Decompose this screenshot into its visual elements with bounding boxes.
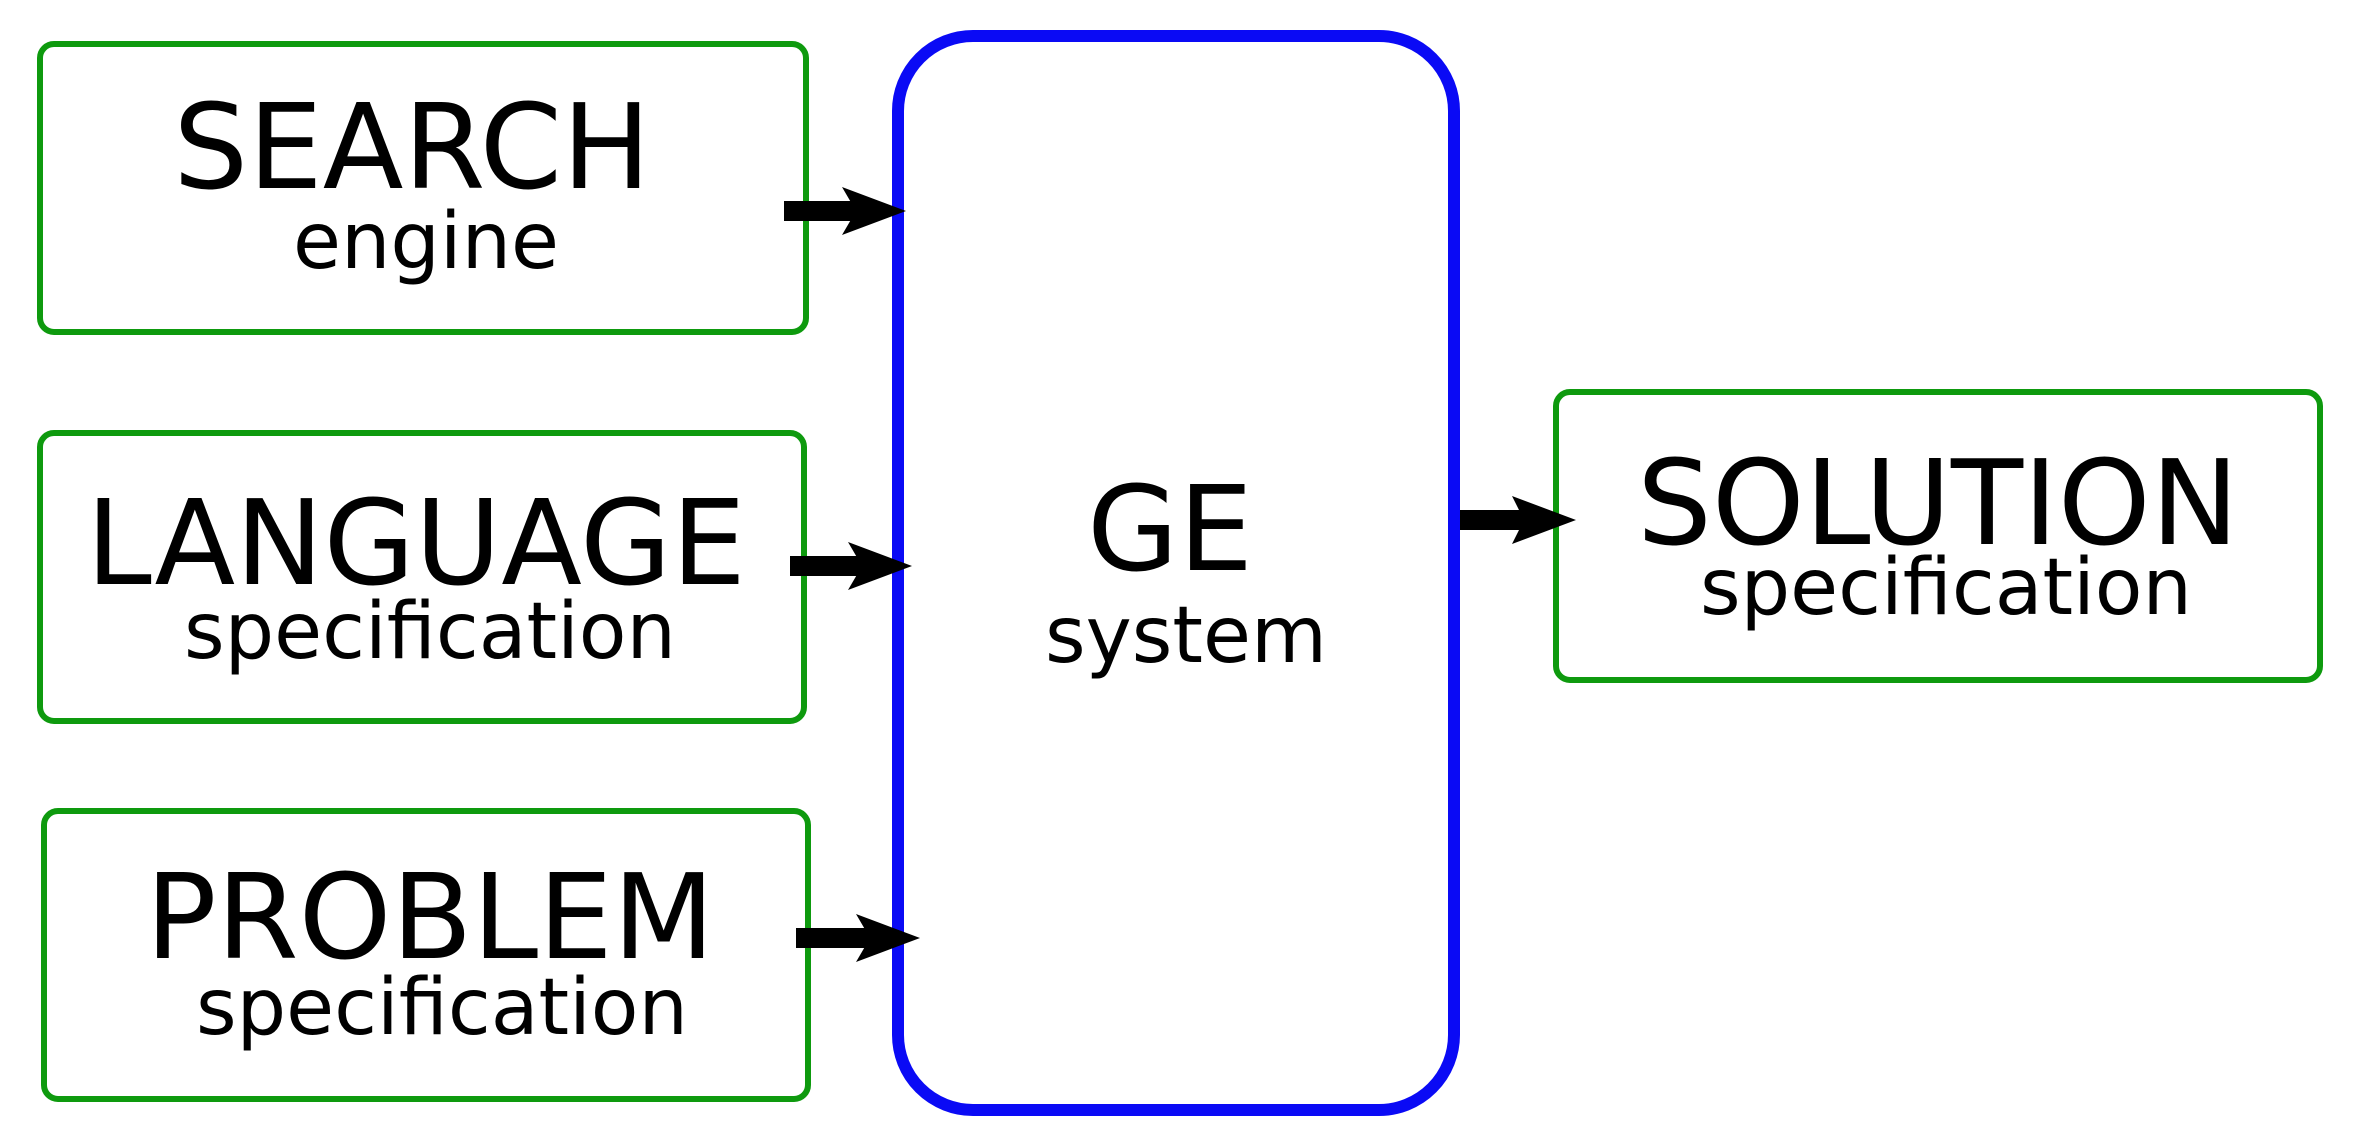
language-specification-box (37, 430, 807, 724)
problem-specification-node: PROBLEM specification (41, 808, 811, 1102)
search-engine-node: SEARCH engine (37, 41, 809, 335)
problem-specification-subtitle: specification (196, 963, 688, 1053)
language-specification-title: LANGUAGE (86, 474, 746, 612)
solution-specification-subtitle: specification (1700, 543, 2192, 633)
ge-system-box (892, 30, 1460, 1116)
solution-specification-box (1553, 389, 2323, 683)
problem-specification-title: PROBLEM (145, 848, 714, 986)
solution-specification-title: SOLUTION (1637, 434, 2239, 572)
problem-specification-box (41, 808, 811, 1102)
arrow-search-to-ge (784, 187, 906, 235)
ge-system-title: GE (1087, 460, 1253, 598)
search-engine-subtitle: engine (293, 197, 559, 287)
ge-system-node: GE system (892, 30, 1460, 1116)
arrow-ge-to-solution (1460, 496, 1576, 544)
language-specification-subtitle: specification (184, 587, 676, 677)
ge-system-subtitle: system (1045, 591, 1327, 681)
language-specification-node: LANGUAGE specification (37, 430, 807, 724)
search-engine-title: SEARCH (173, 78, 650, 216)
arrow-language-to-ge (790, 542, 912, 590)
solution-specification-node: SOLUTION specification (1553, 389, 2323, 683)
arrow-problem-to-ge (796, 914, 920, 962)
search-engine-box (37, 41, 809, 335)
